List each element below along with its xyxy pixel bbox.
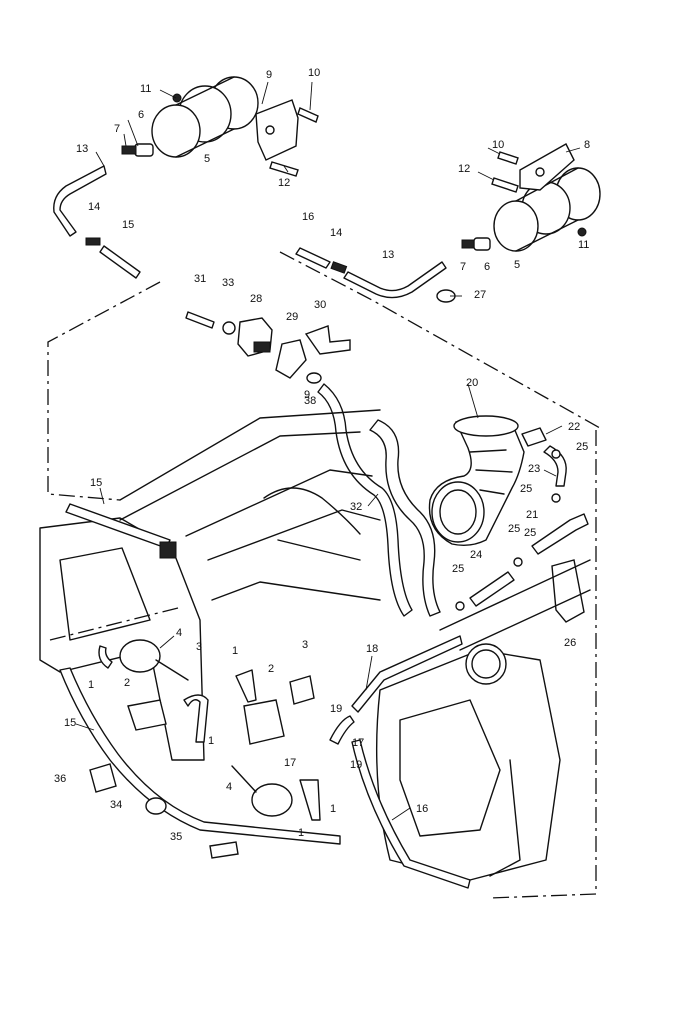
callout-23: 23 (528, 463, 540, 475)
callout-32: 32 (350, 501, 362, 513)
assembly-boundary-lines (47, 251, 601, 899)
callout-4: 4 (176, 627, 182, 639)
callout-5: 5 (204, 153, 210, 165)
callout-25: 25 (452, 563, 464, 575)
vacuum-reservoir-right (295, 143, 601, 303)
callout-13: 13 (382, 249, 394, 261)
callout-18: 18 (366, 643, 378, 655)
callout-4: 4 (226, 781, 232, 793)
callout-14: 14 (88, 201, 100, 213)
callout-20: 20 (466, 377, 478, 389)
callout-26: 26 (564, 637, 576, 649)
hose-15-long (59, 503, 341, 845)
callout-12: 12 (278, 177, 290, 189)
callout-10: 10 (492, 139, 504, 151)
callout-12: 12 (458, 163, 470, 175)
callout-17: 17 (284, 757, 296, 769)
callout-3: 3 (196, 641, 202, 653)
callout-25: 25 (520, 483, 532, 495)
callout-15: 15 (64, 717, 76, 729)
callout-5: 5 (514, 259, 520, 271)
callout-29: 29 (286, 311, 298, 323)
callout-15: 15 (122, 219, 134, 231)
callout-19: 19 (350, 759, 362, 771)
callout-6: 6 (484, 261, 490, 273)
callout-1: 1 (208, 735, 214, 747)
callout-11: 11 (578, 239, 589, 251)
callout-9: 9 (266, 69, 272, 81)
callout-21: 21 (526, 509, 538, 521)
callout-28: 28 (250, 293, 262, 305)
callout-30: 30 (314, 299, 326, 311)
callout-16: 16 (302, 211, 314, 223)
callout-1: 1 (330, 803, 336, 815)
callout-36: 36 (54, 773, 66, 785)
callout-35: 35 (170, 831, 182, 843)
callout-31: 31 (194, 273, 206, 285)
callout-34: 34 (110, 799, 122, 811)
callout-2: 2 (124, 677, 130, 689)
callout-19: 19 (330, 703, 342, 715)
callout-14: 14 (330, 227, 342, 239)
callout-17: 17 (352, 737, 364, 749)
right-side-hoses (455, 427, 589, 623)
callout-1: 1 (88, 679, 94, 691)
callout-7: 7 (460, 261, 466, 273)
callout-25: 25 (524, 527, 536, 539)
callout-11: 11 (140, 83, 151, 95)
air-intake-duct-20 (428, 415, 525, 547)
callout-1: 1 (298, 827, 304, 839)
callout-6: 6 (138, 109, 144, 121)
callout-15: 15 (90, 477, 102, 489)
callout-1: 1 (232, 645, 238, 657)
callout-8: 8 (584, 139, 590, 151)
callout-9: 9 (304, 389, 310, 401)
vacuum-actuators (89, 635, 471, 889)
callout-7: 7 (114, 123, 120, 135)
control-valve-assembly (185, 311, 351, 384)
callout-22: 22 (568, 421, 580, 433)
callout-27: 27 (474, 289, 486, 301)
callout-33: 33 (222, 277, 234, 289)
callout-leader-lines (75, 81, 581, 821)
callout-2: 2 (268, 663, 274, 675)
callout-3: 3 (302, 639, 308, 651)
vacuum-reservoir-left (53, 76, 319, 279)
hose-32 (317, 383, 441, 617)
callout-13: 13 (76, 143, 88, 155)
callout-25: 25 (576, 441, 588, 453)
callout-38: 38 (304, 395, 316, 407)
callout-25: 25 (508, 523, 520, 535)
callout-24: 24 (470, 549, 482, 561)
callout-10: 10 (308, 67, 320, 79)
callout-16: 16 (416, 803, 428, 815)
